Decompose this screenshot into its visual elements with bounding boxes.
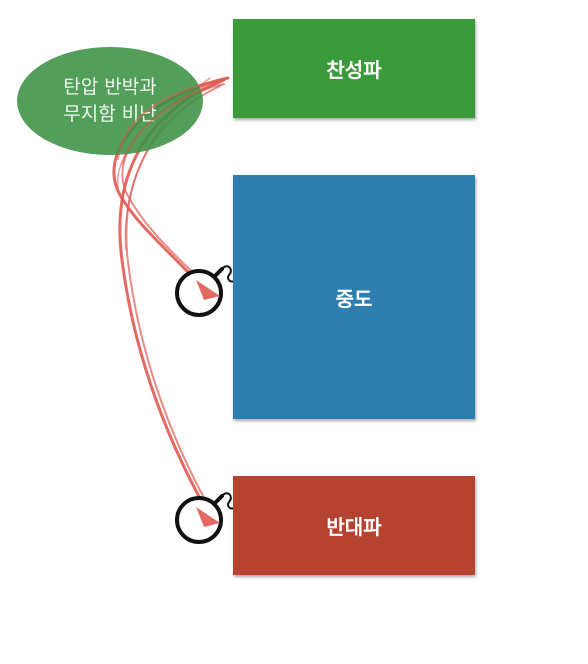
- action-bubble: 탄압 반박과 무지함 비난: [17, 47, 203, 155]
- con-group-box: 반대파: [233, 476, 475, 575]
- middle-group-label: 중도: [335, 286, 373, 311]
- bomb-icon-middle: [175, 265, 234, 317]
- bomb-icon-con: [175, 492, 234, 544]
- middle-group-box: 중도: [233, 175, 475, 419]
- bubble-line-1: 탄압 반박과: [63, 76, 157, 98]
- pro-group-label: 찬성파: [326, 58, 382, 82]
- pro-group-box: 찬성파: [233, 19, 475, 118]
- bubble-line-2: 무지함 비난: [63, 103, 157, 125]
- con-group-label: 반대파: [326, 515, 382, 539]
